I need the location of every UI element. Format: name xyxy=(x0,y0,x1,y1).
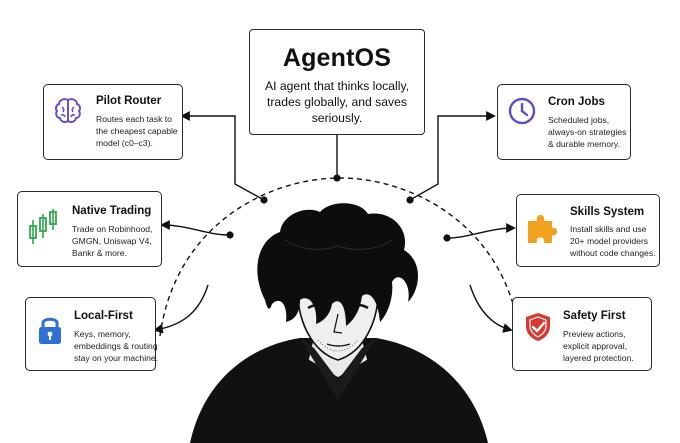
brain-icon xyxy=(54,98,82,123)
card-description: Keys, memory, embeddings & routing stay … xyxy=(74,329,159,363)
card-title: Safety First xyxy=(563,310,626,322)
connector-safety-first xyxy=(469,284,513,333)
card-cron-jobs: Cron Jobs Scheduled jobs, always-on stra… xyxy=(497,84,631,160)
card-description: Preview actions, explicit approval, laye… xyxy=(563,329,634,363)
card-title: Local-First xyxy=(74,310,133,322)
card-description: Install skills and use 20+ model provide… xyxy=(570,224,656,258)
card-description: Trade on Robinhood, GMGN, Uniswap V4, Ba… xyxy=(72,224,153,258)
arc-node xyxy=(333,174,341,182)
card-title: Cron Jobs xyxy=(548,96,605,108)
arc-node xyxy=(443,234,451,242)
puzzle-icon xyxy=(528,215,557,243)
character-illustration xyxy=(190,203,488,443)
connector-local-first xyxy=(153,284,209,334)
card-description: Scheduled jobs, always-on strategies & d… xyxy=(548,115,627,149)
arc-node xyxy=(406,196,414,204)
connector-pilot-router xyxy=(180,111,265,201)
agentos-title-card: AgentOS AI agent that thinks locally, tr… xyxy=(249,29,425,135)
app-title: AgentOS xyxy=(282,44,392,72)
card-local-first: Local-First Keys, memory, embeddings & r… xyxy=(25,297,159,371)
card-title: Native Trading xyxy=(72,205,152,217)
arc-node xyxy=(260,196,268,204)
card-title: Skills System xyxy=(570,206,645,218)
arc-node xyxy=(226,231,234,239)
card-safety-first: Safety First Preview actions, explicit a… xyxy=(512,297,652,371)
clock-icon xyxy=(508,97,536,125)
connector-native-trading xyxy=(160,220,231,236)
lock-icon xyxy=(39,317,61,344)
app-tagline: AI agent that thinks locally, trades glo… xyxy=(264,79,410,125)
connector-skills-system xyxy=(446,223,516,239)
card-native-trading: Native Trading Trade on Robinhood, GMGN,… xyxy=(17,191,162,267)
card-pilot-router: Pilot Router Routes each task to the che… xyxy=(43,84,183,160)
card-title: Pilot Router xyxy=(96,95,162,107)
connector-cron-jobs xyxy=(409,111,496,201)
card-description: Routes each task to the cheapest capable… xyxy=(96,114,178,148)
candlestick-chart-icon xyxy=(29,209,57,244)
shield-check-icon xyxy=(526,313,550,341)
card-skills-system: Skills System Install skills and use 20+… xyxy=(516,194,660,267)
